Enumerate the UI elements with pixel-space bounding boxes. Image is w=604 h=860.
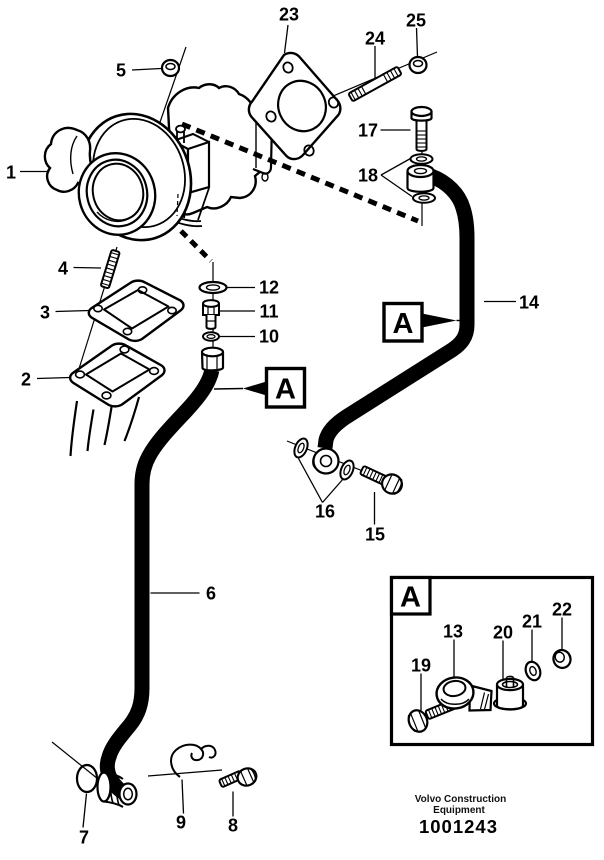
footer-company-line1: Volvo Construction bbox=[415, 794, 506, 805]
pipe-end-bell bbox=[118, 782, 138, 806]
callout-22: 22 bbox=[552, 600, 572, 620]
cover-flange-2 bbox=[68, 342, 166, 408]
hose-fitting-top bbox=[200, 346, 225, 372]
washer-18-upper bbox=[409, 153, 434, 165]
callout-labels: 1 2 3 4 5 6 7 8 9 10 11 12 13 14 15 16 1… bbox=[6, 5, 572, 848]
detail-ref-a-left: A bbox=[213, 366, 307, 409]
callout-1: 1 bbox=[6, 163, 16, 183]
arrow-left-icon bbox=[243, 381, 267, 396]
pipe-clamp-13 bbox=[435, 676, 493, 712]
callout-13: 13 bbox=[443, 622, 463, 642]
callout-3: 3 bbox=[40, 303, 50, 323]
nut-25 bbox=[408, 55, 428, 75]
banjo-bolt-15 bbox=[359, 465, 404, 496]
o-ring-7 bbox=[75, 763, 99, 794]
callout-11: 11 bbox=[259, 302, 278, 322]
washer-12 bbox=[198, 280, 228, 295]
callout-5: 5 bbox=[116, 61, 126, 81]
compressor-inlet-bore bbox=[77, 151, 157, 237]
callout-14: 14 bbox=[519, 293, 539, 313]
callout-16: 16 bbox=[315, 502, 335, 522]
callout-10: 10 bbox=[259, 327, 279, 347]
footer-company-line2: Equipment bbox=[433, 805, 485, 816]
callout-19: 19 bbox=[411, 656, 431, 676]
callout-4: 4 bbox=[58, 259, 68, 279]
figure-number: 1001243 bbox=[419, 816, 498, 837]
gasket-23 bbox=[247, 51, 342, 161]
detail-ref-a-left-label: A bbox=[275, 374, 296, 406]
spring-clip-9 bbox=[170, 743, 217, 778]
nut-22 bbox=[552, 648, 572, 670]
rubber-bushing-20 bbox=[492, 675, 528, 711]
detail-ref-a-right-label: A bbox=[393, 308, 414, 340]
exhaust-pipe-stub bbox=[69, 396, 141, 457]
oil-supply-pipe-14 bbox=[317, 168, 475, 449]
flange-bolt-8 bbox=[218, 767, 258, 788]
banjo-bolt-17 bbox=[410, 105, 433, 152]
callout-17: 17 bbox=[358, 121, 378, 141]
block-stud bbox=[175, 124, 186, 143]
dashed-reference-lines bbox=[176, 121, 419, 263]
callout-8: 8 bbox=[228, 816, 238, 836]
leader-lines bbox=[20, 24, 563, 828]
callout-21: 21 bbox=[522, 612, 542, 632]
sealing-washers-16 bbox=[293, 437, 355, 481]
stud-24 bbox=[348, 66, 402, 102]
callout-24: 24 bbox=[365, 29, 385, 49]
nut-5 bbox=[160, 58, 181, 78]
banjo-union-18 bbox=[406, 153, 436, 204]
connector-nipple-11 bbox=[202, 299, 220, 330]
arrow-right-icon bbox=[422, 313, 457, 328]
detail-inset-a-label: A bbox=[400, 582, 421, 614]
footer: Volvo Construction Equipment 1001243 bbox=[415, 794, 506, 837]
callout-15: 15 bbox=[365, 525, 385, 545]
callout-6: 6 bbox=[206, 584, 216, 604]
washer-18-lower bbox=[412, 192, 436, 204]
detail-ref-a-right: A bbox=[382, 301, 464, 343]
callout-12: 12 bbox=[259, 278, 279, 298]
callout-7: 7 bbox=[79, 828, 89, 848]
rubber-grommet bbox=[96, 771, 124, 808]
o-ring-10 bbox=[202, 331, 220, 342]
gasket-3 bbox=[87, 279, 185, 343]
callout-20: 20 bbox=[493, 623, 513, 643]
banjo-eye-16 bbox=[312, 447, 340, 475]
callout-9: 9 bbox=[176, 813, 186, 833]
callout-23: 23 bbox=[279, 5, 299, 25]
oil-drain-pipe-6 bbox=[99, 368, 220, 803]
callout-2: 2 bbox=[21, 370, 31, 390]
stud-4 bbox=[100, 249, 121, 289]
washer-21 bbox=[524, 660, 542, 682]
detail-inset-box: A bbox=[389, 575, 595, 747]
callout-25: 25 bbox=[406, 11, 426, 31]
turbocharger bbox=[43, 83, 274, 242]
callout-18: 18 bbox=[358, 166, 378, 186]
